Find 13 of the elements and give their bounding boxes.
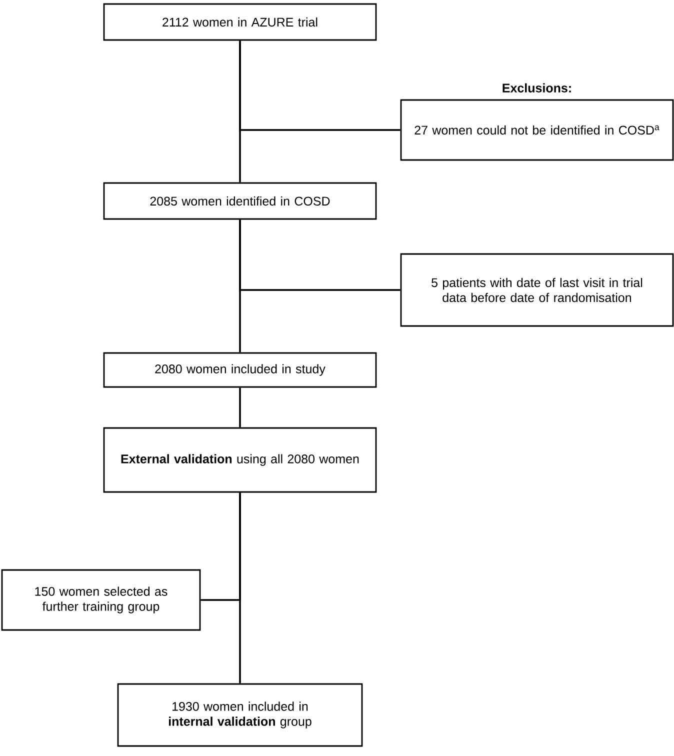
heading: Exclusions: (502, 83, 571, 92)
connector-line (200, 492, 241, 601)
connector-line (239, 40, 400, 131)
flow-box: 2080 women included in study (103, 352, 377, 388)
flow-box: 5 patients with date of last visit in trial data before date of randomisation (400, 253, 674, 327)
flow-box: 1930 women included in internal validation group (117, 683, 363, 747)
flow-box: 2112 women in AZURE trial (103, 3, 377, 41)
flow-box: 150 women selected as further training group (1, 569, 201, 631)
connector-line (239, 388, 241, 428)
flow-box: 27 women could not be identified in COSD$^{a}$ (400, 99, 674, 161)
connector-line (239, 220, 400, 291)
flow-box: External validation using all 2080 women (103, 427, 377, 493)
flow-box: 2085 women identified in COSD (103, 182, 377, 220)
